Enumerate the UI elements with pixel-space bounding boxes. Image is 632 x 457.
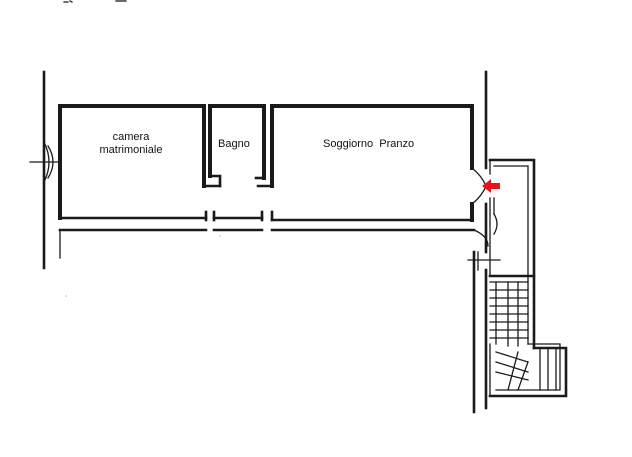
bathroom-label: Bagno [218,138,250,150]
bedroom-label-line1: camera [112,131,150,143]
entrance-arrow-icon [482,179,500,193]
bathroom-living-partition [254,104,274,222]
bedroom-label-line2: matrimoniale [99,144,163,156]
scan-marks [63,0,127,3]
scan-specks [65,235,221,297]
building-outline [58,104,476,259]
stairwell-block [467,70,568,414]
bedroom-label: camera matrimoniale [91,131,171,157]
left-exterior-wall [29,70,61,270]
living-dining-label: Soggiorno Pranzo [323,138,415,150]
bedroom-bathroom-partition [202,104,222,222]
